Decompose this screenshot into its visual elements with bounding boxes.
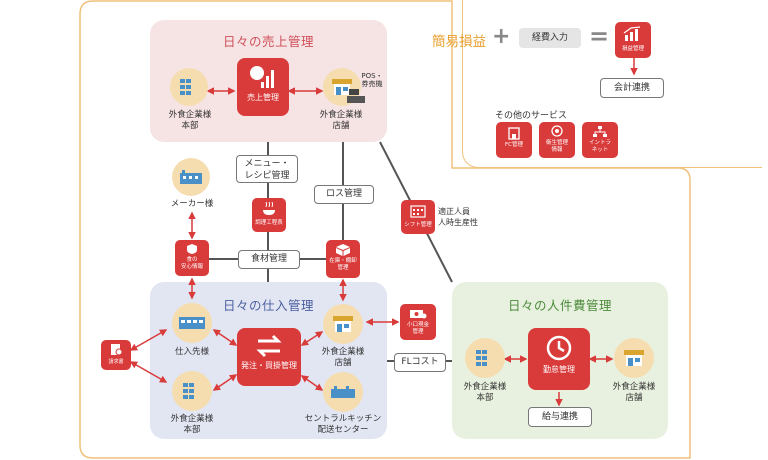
top-right-frame: [462, 0, 762, 168]
supplier-circle: [172, 303, 212, 343]
sales-management-core: 売上管理: [237, 58, 289, 116]
petty-cash-label: 小口現金 管理: [406, 322, 429, 335]
kitchen-label: セントラルキッチン 配送センター: [304, 414, 382, 435]
maker-label: メーカー様: [170, 199, 214, 209]
food-safety-icon: 食の 安心情報: [175, 240, 209, 276]
supplier-label: 仕入先様: [174, 347, 209, 357]
ingredient-management-tag: 食材管理: [238, 250, 300, 269]
staffing-text: 適正人員 人時生産性: [438, 207, 478, 227]
order-payable-core: 発注・買掛管理: [237, 328, 301, 386]
pos-label: POS・ 券売機: [361, 72, 383, 88]
other-services-title: その他のサービス: [495, 111, 568, 121]
fl-cost-tag: FLコスト: [394, 353, 446, 372]
sales-panel-title: 日々の売上管理: [222, 34, 314, 49]
payroll-link-tag: 給与連携: [528, 407, 592, 427]
labor-hq-circle: [465, 338, 505, 378]
inventory-icon: 在庫・棚卸 管理: [326, 240, 360, 278]
pl-management-icon: 損益管理: [615, 22, 651, 58]
invoice-label: 請求書: [108, 359, 124, 365]
purchase-panel-title: 日々の仕入管理: [222, 298, 314, 313]
attendance-label: 勤怠管理: [543, 365, 575, 374]
accounting-link-tag: 会計連携: [600, 78, 664, 98]
menu-recipe-tag: メニュー・ レシピ管理: [236, 155, 298, 183]
pl-management-label: 損益管理: [621, 46, 644, 52]
invoice-icon: 請求書: [101, 340, 131, 370]
maker-circle: [172, 158, 210, 196]
food-safety-label: 食の 安心情報: [180, 257, 203, 270]
attendance-core: 勤怠管理: [528, 328, 590, 390]
sales-hq-label: 外食企業様 本部: [168, 110, 212, 131]
intranet-label: イントラ ネット: [588, 140, 611, 153]
labor-store-circle: [614, 338, 654, 378]
labor-panel-title: 日々の人件費管理: [507, 298, 612, 313]
shift-management-icon: シフト管理: [401, 200, 435, 234]
labor-store-label: 外食企業様 店舗: [612, 382, 656, 403]
cooking-sheet-label: 調理工程表: [255, 220, 283, 226]
cooking-sheet-icon: 調理工程表: [252, 198, 286, 232]
sales-management-label: 売上管理: [247, 93, 279, 102]
petty-cash-icon: 小口現金 管理: [400, 304, 436, 340]
purchase-hq-label: 外食企業様 本部: [170, 414, 214, 435]
fc-management-icon: FC管理: [496, 122, 532, 158]
loss-management-tag: ロス管理: [314, 185, 374, 204]
purchase-store-label: 外食企業様 店舗: [321, 347, 365, 368]
sales-hq-circle: [170, 68, 208, 106]
purchase-hq-circle: [172, 371, 212, 411]
fc-management-label: FC管理: [504, 142, 523, 148]
inventory-label: 在庫・棚卸 管理: [329, 258, 357, 271]
kitchen-circle: [323, 372, 363, 412]
pos-register-icon: [347, 88, 365, 103]
hygiene-label: 衛生管理 情報: [545, 140, 568, 153]
sales-store-label: 外食企業様 店舗: [319, 110, 363, 131]
plus-sign: +: [492, 24, 511, 49]
labor-hq-label: 外食企業様 本部: [463, 382, 507, 403]
purchase-store-circle: [323, 304, 363, 344]
intranet-icon: イントラ ネット: [582, 122, 618, 158]
shift-management-label: シフト管理: [404, 222, 432, 228]
simple-pl-label: 簡易損益: [432, 34, 486, 50]
hygiene-icon: 衛生管理 情報: [539, 122, 575, 158]
order-payable-label: 発注・買掛管理: [241, 361, 297, 370]
equals-sign: =: [589, 22, 610, 50]
expense-input-tag: 経費入力: [519, 28, 581, 48]
